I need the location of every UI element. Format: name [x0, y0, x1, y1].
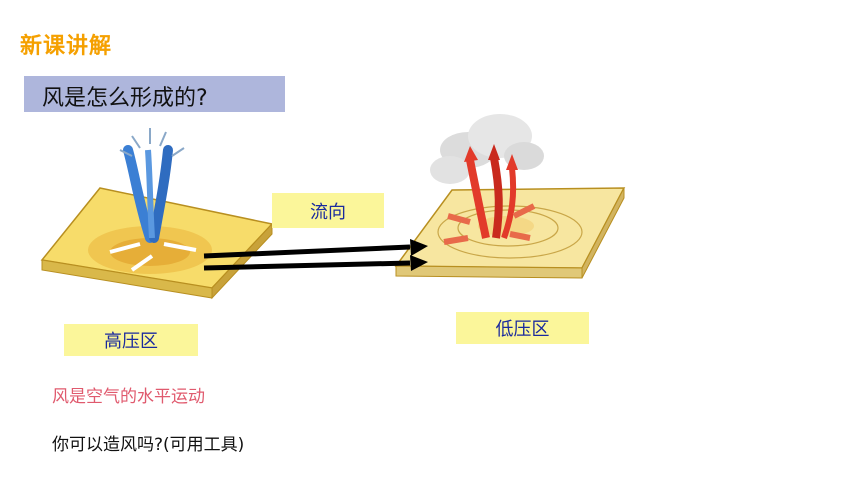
low-pressure-illustration [394, 114, 626, 279]
flow-arrows [203, 239, 428, 271]
flow-label: 流向 [272, 193, 384, 228]
wind-definition: 风是空气的水平运动 [52, 387, 205, 407]
high-pressure-illustration [40, 128, 274, 300]
make-wind-prompt: 你可以造风吗?(可用工具) [52, 435, 245, 455]
question-bar [24, 76, 285, 112]
high-pressure-label: 高压区 [64, 324, 198, 356]
header-title: 新课讲解 [20, 34, 113, 59]
low-pressure-label: 低压区 [456, 312, 589, 344]
question-text: 风是怎么形成的? [42, 86, 208, 111]
